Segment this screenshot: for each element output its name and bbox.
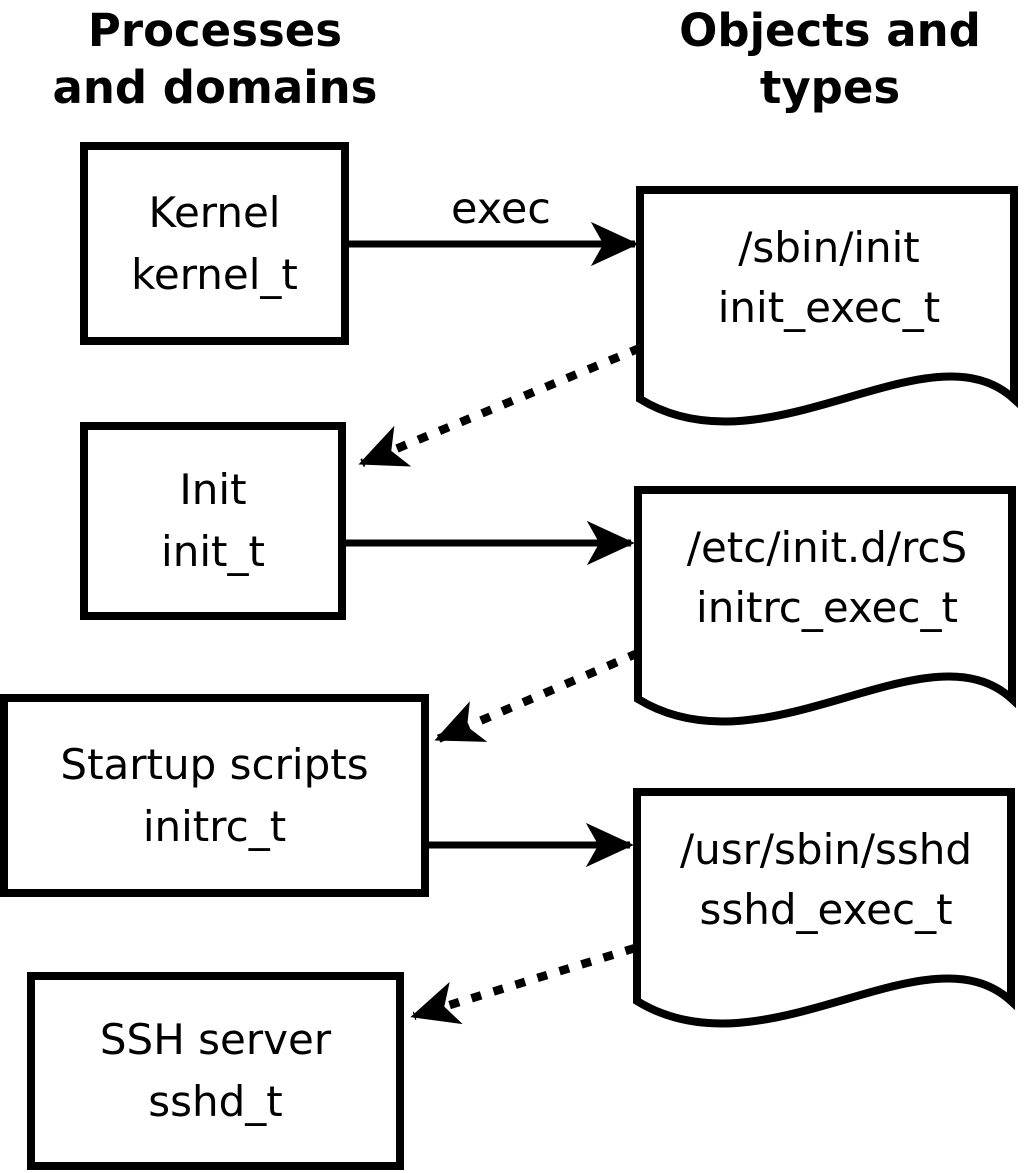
- object-type: initrc_exec_t: [696, 583, 958, 632]
- process-type: init_t: [161, 527, 265, 576]
- document-shape: [634, 486, 1016, 726]
- process-box-startup-scripts: Startup scripts initrc_t: [0, 694, 429, 897]
- dotted-arrow-init-exec-to-init: [358, 344, 642, 467]
- object-doc-sshd-exec: /usr/sbin/sshd sshd_exec_t: [633, 788, 1019, 1038]
- dotted-arrow-sshd-exec-to-sshd: [410, 943, 637, 1025]
- dotted-arrow-initrc-exec-to-startup: [434, 649, 640, 743]
- document-shape: [633, 788, 1015, 1028]
- process-type: sshd_t: [148, 1077, 283, 1126]
- process-box-init: Init init_t: [80, 422, 346, 620]
- object-path: /sbin/init: [738, 223, 920, 272]
- document-shape: [636, 186, 1018, 426]
- column-header-objects: Objects and types: [679, 4, 981, 114]
- object-type: init_exec_t: [717, 283, 941, 332]
- object-path: /etc/init.d/rcS: [686, 523, 968, 572]
- process-type: initrc_t: [142, 801, 287, 851]
- process-type: kernel_t: [131, 249, 298, 299]
- object-path: /usr/sbin/sshd: [679, 825, 973, 874]
- process-name: Startup scripts: [60, 739, 369, 789]
- process-name: Kernel: [148, 187, 281, 237]
- exec-edge-label: exec: [451, 184, 551, 234]
- column-header-processes: Processes and domains: [52, 4, 378, 114]
- process-name: SSH server: [99, 1015, 332, 1064]
- process-box-ssh-server: SSH server sshd_t: [27, 972, 404, 1170]
- process-name: Init: [179, 465, 247, 514]
- object-type: sshd_exec_t: [699, 885, 953, 934]
- process-box-kernel: Kernel kernel_t: [80, 142, 349, 345]
- object-doc-init-exec: /sbin/init init_exec_t: [636, 186, 1022, 436]
- object-doc-initrc-exec: /etc/init.d/rcS initrc_exec_t: [634, 486, 1020, 736]
